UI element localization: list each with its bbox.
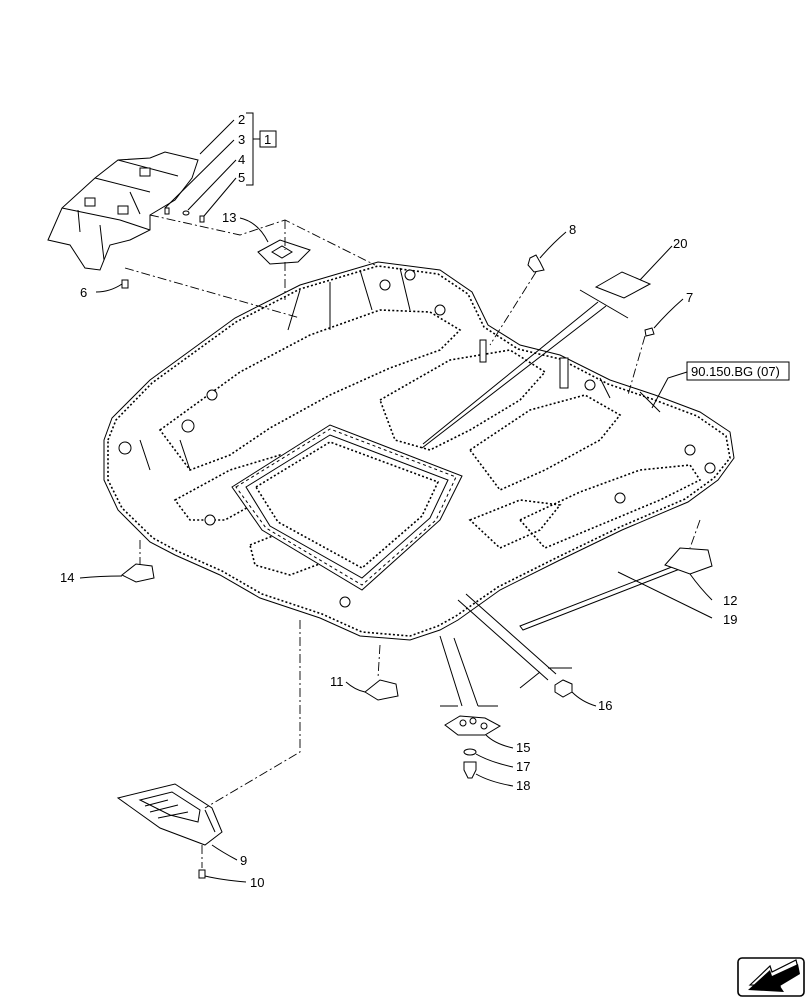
callout-10: 10: [250, 875, 264, 890]
callout-11: 11: [330, 674, 344, 689]
callout-4: 4: [238, 152, 245, 167]
callout-1: 1: [264, 132, 271, 147]
callout-2: 2: [238, 112, 245, 127]
callout-7: 7: [686, 290, 693, 305]
callout-15: 15: [516, 740, 530, 755]
reference-box: [686, 361, 790, 381]
mount-pad-14: [121, 563, 155, 583]
reference-label: 90.150.BG (07): [691, 364, 780, 379]
label-plate-20: [594, 271, 652, 299]
callout-5: 5: [238, 170, 245, 185]
callout-20: 20: [673, 236, 687, 251]
group-1-box: [259, 130, 277, 148]
guide-lines: [421, 289, 629, 707]
assembly-lines: [124, 214, 701, 868]
clip-7: [644, 327, 655, 337]
navigation-arrow-icon[interactable]: [737, 957, 805, 997]
cover-panel-9: [116, 783, 223, 846]
callout-14: 14: [60, 570, 74, 585]
screw-10: [198, 869, 206, 879]
callout-12: 12: [723, 593, 737, 608]
group-bracket: [246, 112, 260, 186]
callout-3: 3: [238, 132, 245, 147]
callout-18: 18: [516, 778, 530, 793]
callout-9: 9: [240, 853, 247, 868]
bolt-18: [463, 761, 477, 779]
washer-17: [463, 748, 477, 756]
bracket-15: [444, 715, 502, 736]
mount-pad-12: [664, 547, 713, 575]
nut-16: [554, 679, 573, 698]
callout-13: 13: [222, 210, 236, 225]
callout-6: 6: [80, 285, 87, 300]
callout-19: 19: [723, 612, 737, 627]
leader-lines: [79, 119, 713, 883]
mount-pad-13: [257, 239, 311, 265]
callout-17: 17: [516, 759, 530, 774]
front-trim-assembly: [47, 151, 205, 289]
roof-panel: [103, 261, 735, 641]
clip-8: [527, 254, 545, 273]
callout-16: 16: [598, 698, 612, 713]
callout-8: 8: [569, 222, 576, 237]
mount-pad-11: [364, 679, 399, 701]
